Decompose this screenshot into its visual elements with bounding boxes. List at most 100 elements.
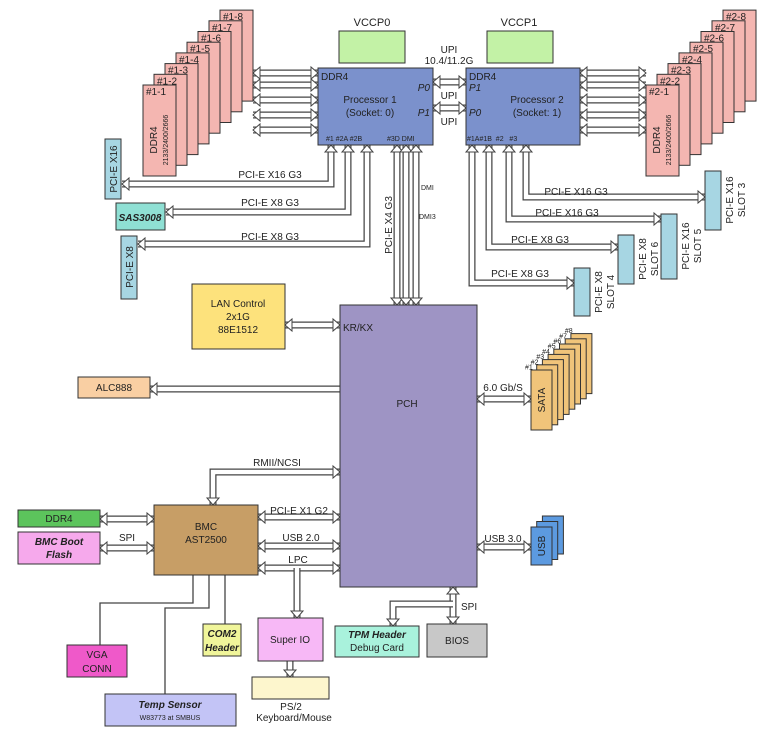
memory-bus-cpu2 [579, 122, 647, 138]
upi-link-2: UPI [441, 117, 458, 128]
dimm-cpu2-speed: 2133/2400/2666 [666, 115, 673, 166]
bmc-lpc-link: LPC [288, 555, 307, 566]
slot6-bus [481, 144, 619, 255]
slot3-bus [518, 144, 706, 205]
boot-flash-line2: Flash [46, 550, 72, 561]
dimm-cpu1-label: #1-5 [190, 44, 210, 55]
bios-chip: BIOS [426, 623, 488, 658]
arrowhead-icon [257, 538, 266, 554]
memory-bus-cpu2 [579, 77, 647, 93]
sata-link: 6.0 Gb/S [483, 383, 523, 394]
arrowhead-icon [310, 77, 319, 93]
proc1-socket: (Socket: 0) [346, 108, 394, 119]
bmc-ddr4-label: DDR4 [45, 514, 73, 525]
dimm-cpu1-type: DDR4 [149, 126, 160, 154]
memory-bus-cpu1 [252, 107, 319, 123]
dimm-cpu2-label: #2-5 [693, 44, 713, 55]
pcie-x8-left-slot [120, 235, 138, 300]
pcie-slot-6: PCI-E X8 SLOT 6 [617, 234, 661, 285]
arrowhead-icon [385, 618, 401, 627]
arrowhead-icon [610, 239, 619, 255]
arrowhead-icon [638, 122, 647, 138]
arrowhead-icon [332, 560, 341, 576]
proc2-name: Processor 2 [510, 95, 564, 106]
slot4-link: PCI-E X8 G3 [491, 269, 549, 280]
pch-label: PCH [396, 399, 417, 410]
pcie-x4-link: PCI-E X4 G3 [384, 196, 395, 254]
dimm-cpu1-label: #1-8 [223, 12, 243, 23]
dimm-cpu2-type: DDR4 [652, 126, 663, 154]
super-io: Super IO [257, 617, 324, 662]
ps2-port: PS/2 Keyboard/Mouse [251, 676, 332, 724]
com2-line1: COM2 [208, 629, 237, 640]
slot5-bus [501, 144, 662, 227]
slot4-number: SLOT 4 [606, 274, 617, 309]
proc1-ports2: #3D DMI [387, 136, 415, 143]
arrowhead-icon [121, 176, 130, 192]
upi-bus [432, 100, 467, 116]
dimm-cpu2-label: #2-6 [704, 34, 724, 45]
arrowhead-icon [523, 391, 532, 407]
bios-spi-link: SPI [461, 602, 477, 613]
usb-link: USB 3.0 [484, 534, 522, 545]
arrowhead-icon [149, 381, 158, 397]
usb-bus [476, 539, 532, 555]
dimm-cpu1-label: #1-3 [168, 66, 188, 77]
memory-bus-cpu2 [579, 107, 647, 123]
rmii-ncsi-link: RMII/NCSI [253, 458, 301, 469]
dimm-cpu2-label: #2-2 [660, 76, 680, 87]
sata-port [530, 369, 553, 431]
arrowhead-icon [282, 669, 298, 678]
dimm-cpu1-speed: 2133/2400/2666 [163, 115, 170, 166]
sata-port-label: #7 [559, 333, 567, 340]
pcie-x16-left-link: PCI-E X16 G3 [238, 170, 302, 181]
bmc-pcie-link: PCI-E X1 G2 [270, 506, 328, 517]
memory-bus-cpu1 [252, 122, 319, 138]
proc1-ports: #1 #2A #2B [326, 136, 363, 143]
bmc-line2: AST2500 [185, 535, 227, 546]
bmc-ddr4: DDR4 [17, 509, 101, 528]
arrowhead-icon [638, 77, 647, 93]
vccp1-box [486, 30, 554, 64]
vga-connector: VGA CONN [66, 644, 128, 678]
dimm-cpu2-label: #2-1 [649, 87, 669, 98]
sas-link: PCI-E X8 G3 [241, 198, 299, 209]
vccp0-box [338, 30, 406, 64]
slot6-number: SLOT 6 [650, 241, 661, 276]
tpm-bus [385, 600, 453, 627]
memory-bus-cpu1 [252, 92, 319, 108]
arrowhead-icon [252, 107, 261, 123]
arrowhead-icon [523, 539, 532, 555]
upi-speed: 10.4/11.2G [425, 56, 474, 67]
dimm-cpu1-label: #1-7 [212, 23, 232, 34]
arrowhead-icon [146, 511, 155, 527]
usb-port [530, 526, 553, 566]
slot6-link: PCI-E X8 G3 [511, 235, 569, 246]
arrowhead-icon [408, 297, 424, 306]
bmc-spi-bus [99, 540, 155, 556]
processor-1: DDR4 Processor 1 (Socket: 0) P0 P1 #1 #2… [317, 67, 434, 146]
sata-label: SATA [537, 387, 548, 412]
slot4-name: PCI-E X8 [594, 271, 605, 313]
sata-bus [476, 391, 532, 407]
pcie-x8-left-label: PCI-E X8 [125, 246, 136, 288]
sas-bus [165, 144, 356, 220]
bmc-boot-flash: BMC Boot Flash [17, 531, 101, 565]
proc2-socket: (Socket: 1) [513, 108, 561, 119]
sata-port-label: #6 [554, 339, 562, 346]
bmc-usb-bus [257, 538, 341, 554]
arrowhead-icon [284, 317, 293, 333]
usb-label: USB [537, 535, 548, 556]
slot5-number: SLOT 5 [693, 228, 704, 263]
sata-port-label: #1 [525, 365, 533, 372]
dimm-cpu2-label: #2-7 [715, 23, 735, 34]
dimm-cpu1 [142, 84, 177, 177]
arrowhead-icon [310, 92, 319, 108]
lan-bus [284, 317, 341, 333]
arrowhead-icon [481, 144, 497, 153]
sata-port-label: #2 [531, 359, 539, 366]
arrowhead-icon [332, 317, 341, 333]
temp-sensor: Temp Sensor W83773 at SMBUS [104, 693, 237, 727]
